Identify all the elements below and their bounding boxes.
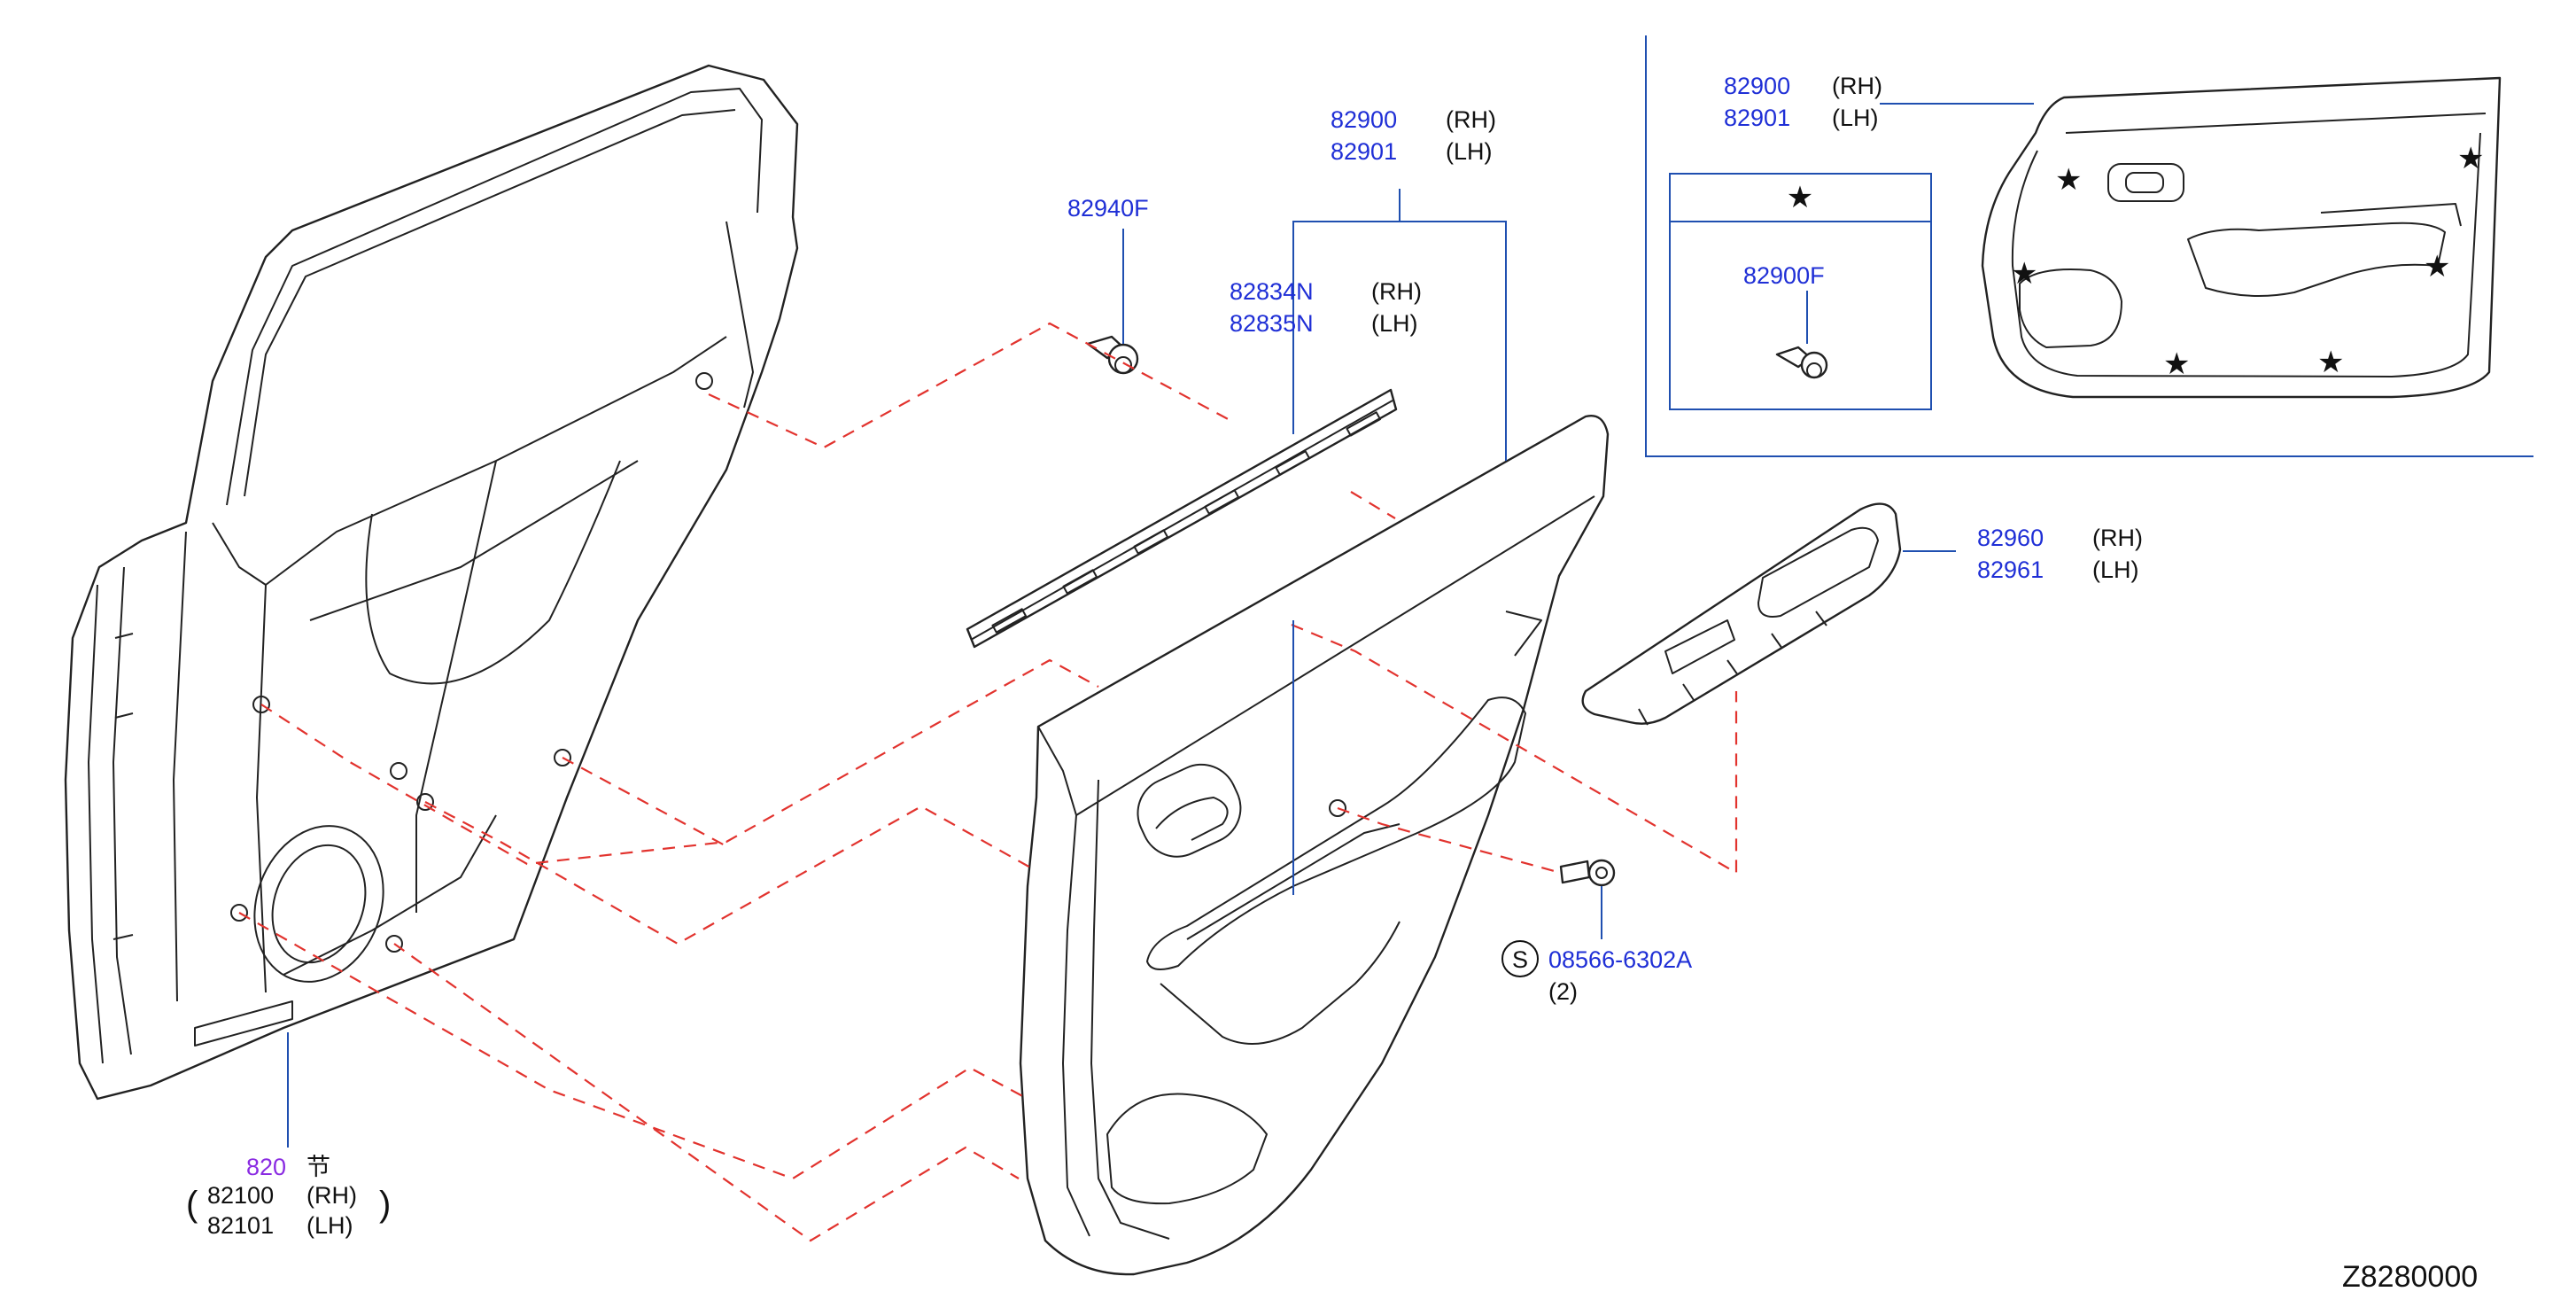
label-82901: 82901 [1331, 138, 1397, 165]
inset-label-82900-rh: (RH) [1832, 73, 1882, 99]
inset-star-1: ★ [2055, 163, 2082, 197]
label-82900-rh: (RH) [1446, 106, 1496, 133]
label-82101-lh: (LH) [306, 1212, 353, 1239]
inset-label-82900f: 82900F [1743, 262, 1825, 289]
paren-open: ( [186, 1185, 198, 1224]
label-82961-lh: (LH) [2092, 556, 2139, 583]
inset-label-82900: 82900 [1724, 73, 1790, 99]
label-82835n: 82835N [1230, 310, 1314, 337]
inset-label-82901: 82901 [1724, 105, 1790, 131]
door-trim-82900 [1019, 415, 1610, 1276]
label-82835n-lh: (LH) [1371, 310, 1418, 337]
label-82901-lh: (LH) [1446, 138, 1493, 165]
s-mark: S [1512, 946, 1528, 973]
inset-star-5: ★ [2163, 347, 2190, 381]
inset-star-legend: ★ [1787, 181, 1813, 214]
inset-clip-box [1669, 173, 1932, 410]
inset-frame [1645, 35, 2533, 457]
screw-08566-6302a [1559, 859, 1616, 887]
label-08566-6302a: 08566-6302A [1548, 946, 1692, 973]
inset-star-4: ★ [2424, 250, 2450, 284]
label-820-glyph: 节 [306, 1154, 330, 1180]
inset-panel: ★ 82900F 82900 (RH) 82901 (LH) ★ ★ ★ ★ [1645, 35, 2533, 457]
label-08566-qty: (2) [1548, 978, 1578, 1005]
label-82834n-rh: (RH) [1371, 278, 1422, 305]
label-82960: 82960 [1977, 525, 2044, 551]
label-82960-rh: (RH) [2092, 525, 2143, 551]
label-82834n: 82834N [1230, 278, 1314, 305]
dashed-guides [238, 322, 1738, 1242]
inset-label-82901-lh: (LH) [1832, 105, 1879, 131]
switch-finisher-82960 [1581, 502, 1902, 726]
clip-82900f-icon [1775, 346, 1828, 379]
label-82101: 82101 [207, 1212, 274, 1239]
label-82900: 82900 [1331, 106, 1397, 133]
reference-code: Z8280000 [2342, 1260, 2478, 1294]
inset-star-3: ★ [2011, 257, 2037, 291]
leader-lines [287, 189, 1956, 1148]
label-82100-rh: (RH) [306, 1182, 357, 1209]
inset-star-2: ★ [2457, 142, 2484, 175]
inset-star-6: ★ [2317, 346, 2344, 379]
weatherstrip-82834n [966, 388, 1398, 649]
door-shell-82100 [64, 64, 799, 1101]
label-82940f: 82940F [1067, 195, 1149, 222]
inset-trim-panel: ★ ★ ★ ★ ★ ★ [1981, 76, 2502, 399]
paren-close: ) [379, 1185, 391, 1224]
part-labels: 82940F 82900 (RH) 82901 (LH) 82834N (RH)… [186, 106, 2478, 1294]
label-82961: 82961 [1977, 556, 2044, 583]
label-82100: 82100 [207, 1182, 274, 1209]
label-820: 820 [246, 1154, 286, 1180]
s-mark-circle [1501, 940, 1539, 977]
